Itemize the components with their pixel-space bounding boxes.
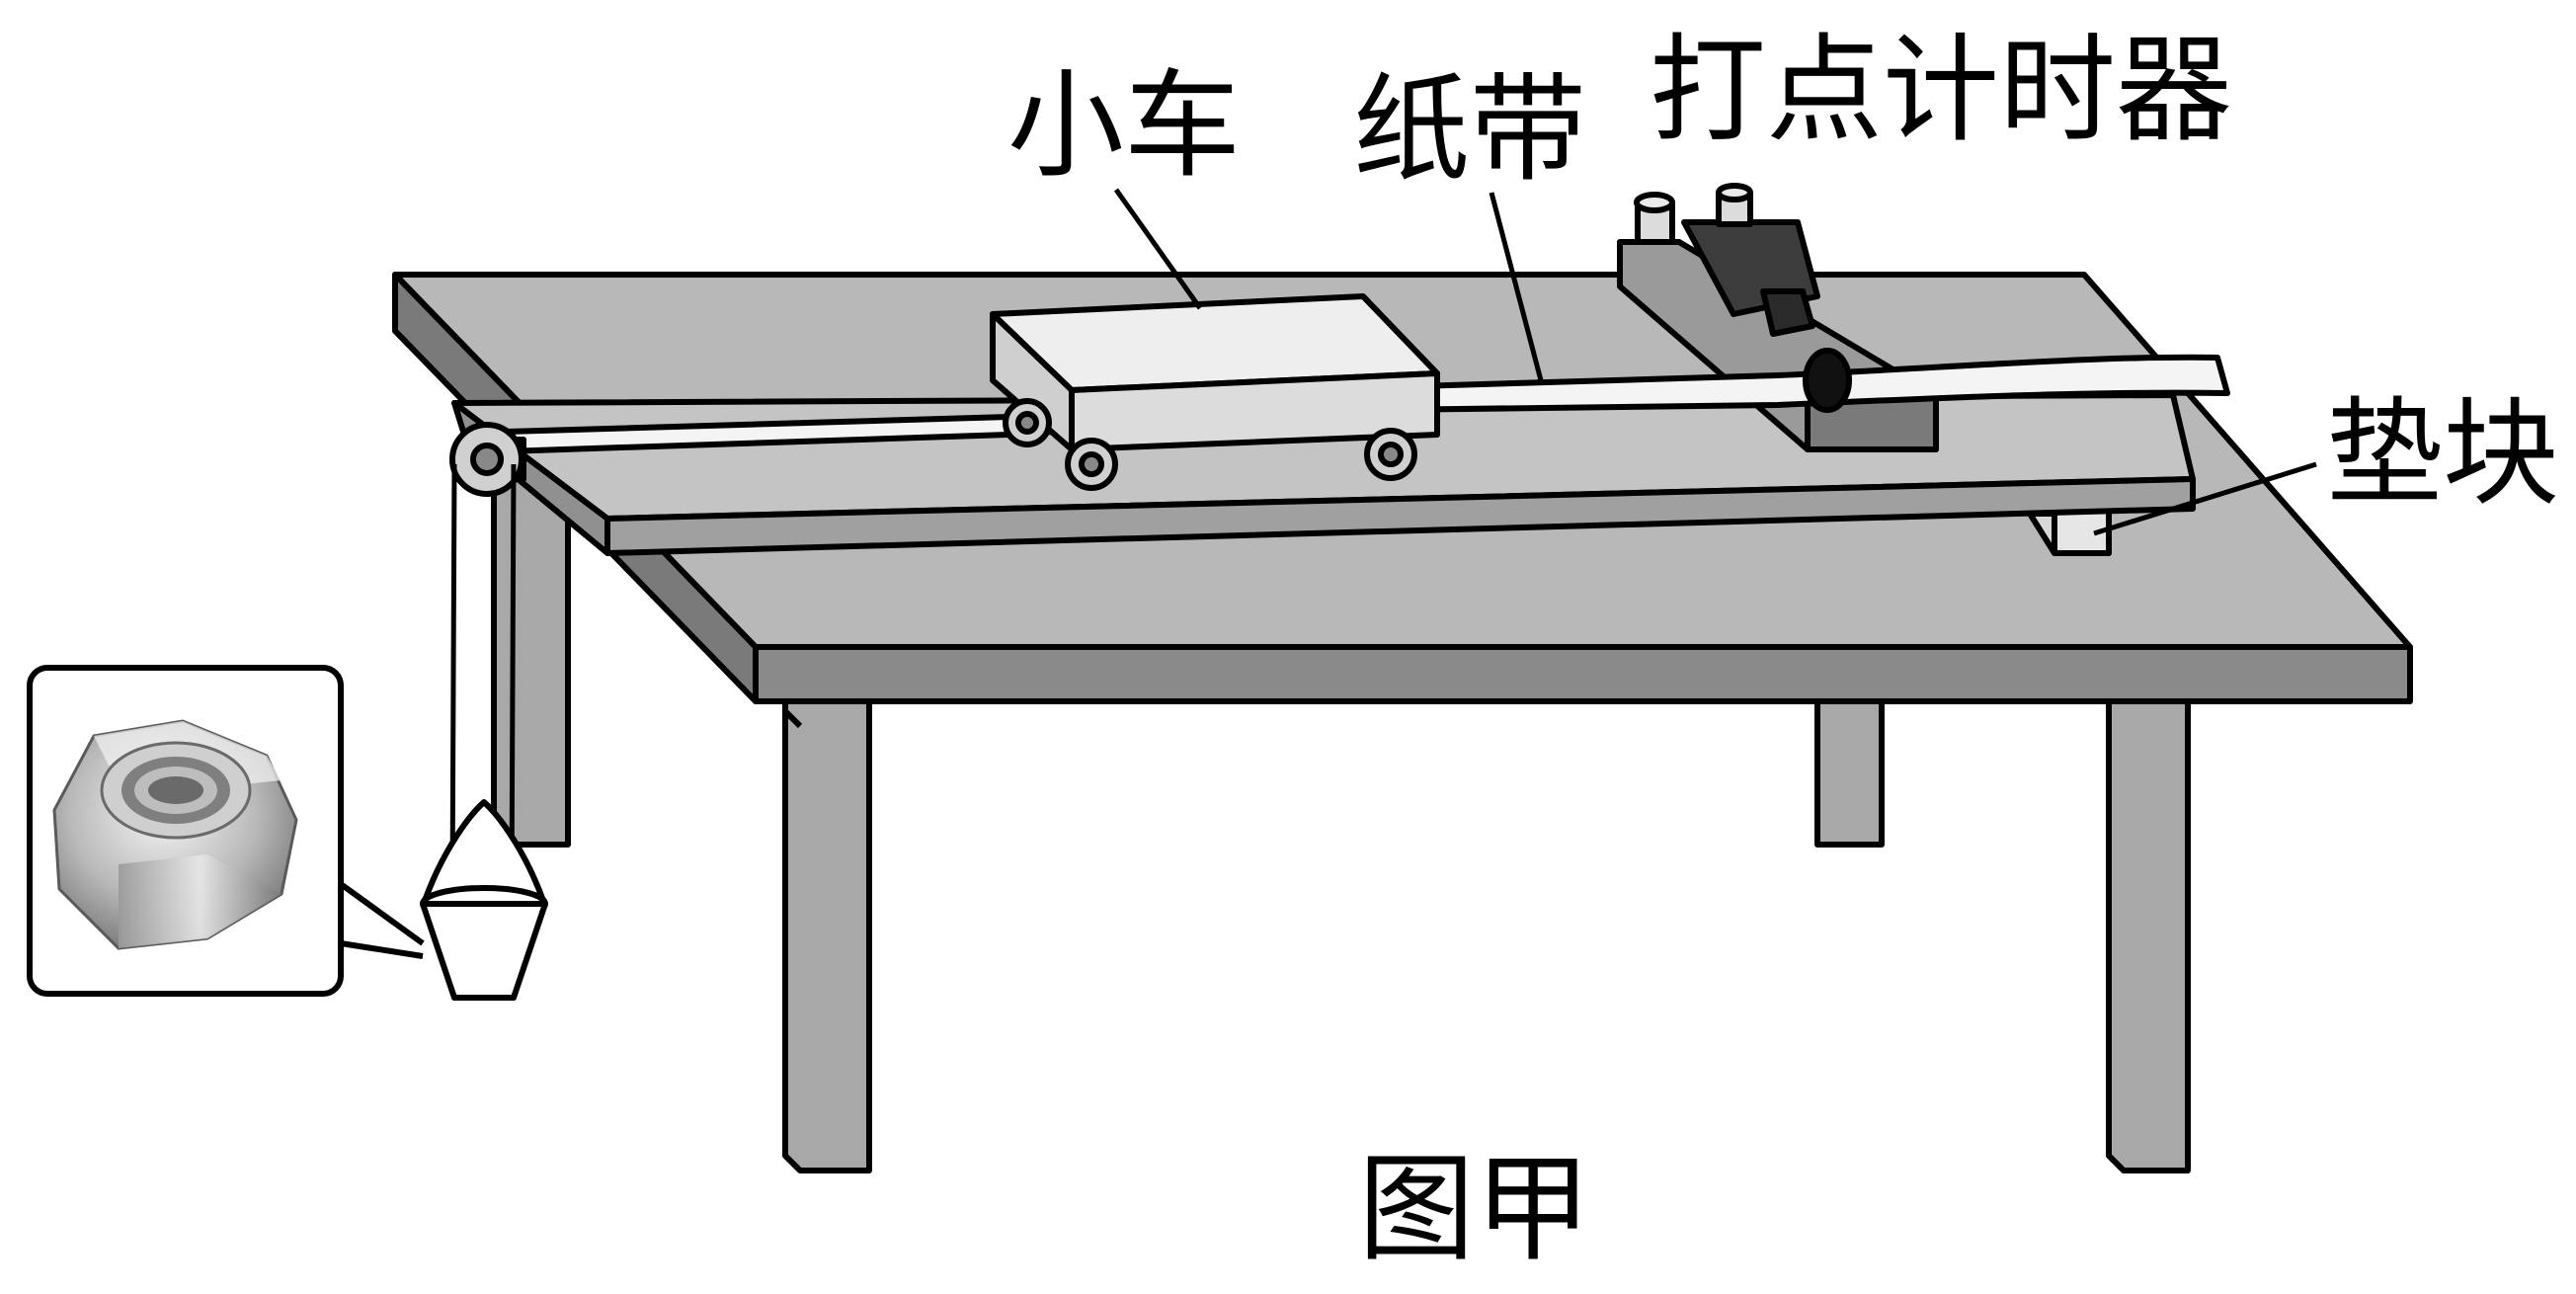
table-leg-front-left xyxy=(782,698,872,1173)
table-leg-back-right xyxy=(1814,688,1885,848)
table-leg-front-right xyxy=(2106,698,2191,1173)
timer-body xyxy=(1634,183,1852,413)
figure-caption: 图甲 xyxy=(1358,1141,1592,1277)
label-timer: 打点计时器 xyxy=(1650,22,2233,158)
hex-nut-icon xyxy=(52,719,298,950)
label-paper-tape: 纸带 xyxy=(1353,61,1587,198)
table-leg-back-left xyxy=(491,471,571,848)
leader-lines xyxy=(1113,188,2317,536)
cart xyxy=(990,293,1440,491)
label-support-block: 垫块 xyxy=(2326,385,2560,522)
label-cart: 小车 xyxy=(1007,57,1242,194)
bucket-icon xyxy=(420,799,548,1001)
hanging-string xyxy=(449,463,517,895)
